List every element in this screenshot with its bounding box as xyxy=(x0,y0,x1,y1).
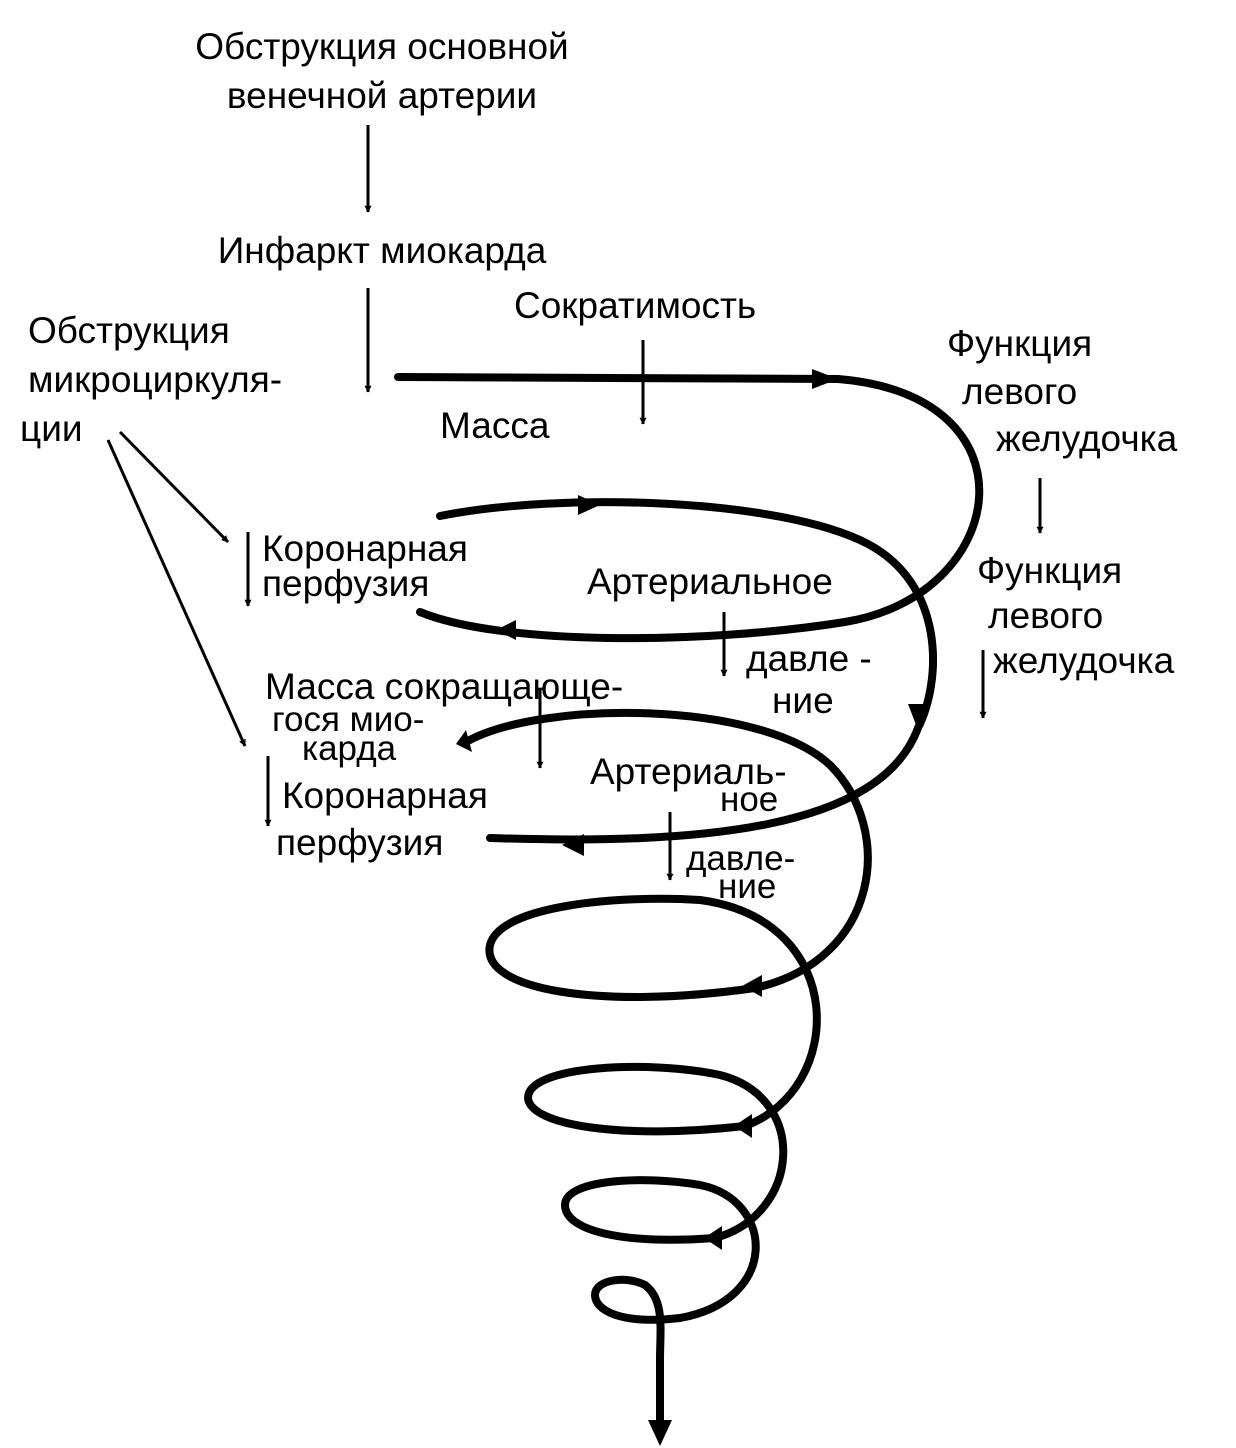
arterial-pressure-2-line3: давле- xyxy=(686,839,795,878)
lv-function-1-line3: желудочка xyxy=(996,418,1178,459)
main-obstruction-line1: Обструкция основной xyxy=(195,26,568,67)
spiral-arrowhead-4 xyxy=(908,704,928,730)
arterial-pressure-1-line1: Артериальное xyxy=(587,561,833,602)
arrow-micro-to-perfusion-2 xyxy=(106,439,247,747)
microcirculation-line2: микроциркуля- xyxy=(28,359,282,400)
coronary-perfusion-1-line1: Коронарная xyxy=(262,528,468,569)
arterial-pressure-1-line2: давле - xyxy=(746,638,872,679)
arterial-pressure-1-label: Артериальное давле - ние xyxy=(587,561,872,721)
spiral-arrowhead-3 xyxy=(496,620,516,640)
microcirculation-label: Обструкция микроциркуля- ции xyxy=(20,310,282,449)
spiral-arrowhead-5 xyxy=(562,834,584,856)
spiral-loop-3 xyxy=(485,894,821,1130)
main-obstruction-label: Обструкция основной венечной артерии xyxy=(195,26,568,116)
lv-function-2-line2: левого xyxy=(988,595,1103,636)
thin-arrows xyxy=(106,125,1044,881)
mass-label: Масса xyxy=(440,405,550,446)
contracting-mass-line1: Масса сокращающе- xyxy=(265,666,623,707)
spiral-arrowhead-7 xyxy=(742,975,762,997)
microcirculation-line1: Обструкция xyxy=(28,310,230,351)
arrow-micro-to-perfusion-1 xyxy=(118,430,230,544)
lv-function-1-line2: левого xyxy=(962,371,1077,412)
spiral-arrowhead-1 xyxy=(812,369,838,389)
lv-function-1-label: Функция левого желудочка xyxy=(947,323,1178,459)
spiral-arrowhead-2 xyxy=(578,495,600,515)
contracting-mass-line2: гося мио- xyxy=(272,700,424,739)
main-obstruction-line2: венечной артерии xyxy=(227,75,537,116)
coronary-perfusion-2-line2: перфузия xyxy=(276,822,443,863)
arterial-pressure-2-line4: ние xyxy=(718,867,776,906)
contracting-mass-label: Масса сокращающе- гося мио- карда xyxy=(265,666,623,768)
lv-function-1-line1: Функция xyxy=(947,323,1092,364)
spiral-loop-4 xyxy=(524,1062,788,1242)
coronary-perfusion-1-label: Коронарная перфузия xyxy=(262,528,468,604)
spiral-arrowhead-9 xyxy=(704,1226,722,1250)
infarction-label: Инфаркт миокарда xyxy=(218,230,547,271)
lv-function-2-label: Функция левого желудочка xyxy=(977,550,1175,681)
downward-spiral xyxy=(394,369,984,1446)
spiral-loop-1-upper xyxy=(436,498,938,732)
spiral-loop-5 xyxy=(561,1176,760,1424)
lv-function-2-line3: желудочка xyxy=(993,640,1175,681)
arterial-pressure-2-line2: ное xyxy=(720,780,778,819)
arterial-pressure-2-line1: Артериаль- xyxy=(590,751,787,792)
coronary-perfusion-2-label: Коронарная перфузия xyxy=(276,775,488,863)
spiral-loop-2-upper xyxy=(462,708,872,992)
spiral-entry-line xyxy=(394,373,842,383)
spiral-arrowhead-8 xyxy=(734,1114,752,1138)
contracting-mass-line3: карда xyxy=(302,729,397,768)
spiral-loop-1 xyxy=(416,375,984,643)
arterial-pressure-1-line3: ние xyxy=(772,680,834,721)
coronary-perfusion-2-line1: Коронарная xyxy=(282,775,488,816)
contractility-label: Сократимость xyxy=(514,285,756,326)
spiral-arrowhead-6 xyxy=(456,730,472,752)
arterial-pressure-2-label: Артериаль- ное давле- ние xyxy=(590,751,795,906)
coronary-perfusion-1-line2: перфузия xyxy=(262,563,429,604)
spiral-exit-arrowhead xyxy=(648,1420,672,1446)
microcirculation-line3: ции xyxy=(20,408,83,449)
lv-function-2-line1: Функция xyxy=(977,550,1122,591)
